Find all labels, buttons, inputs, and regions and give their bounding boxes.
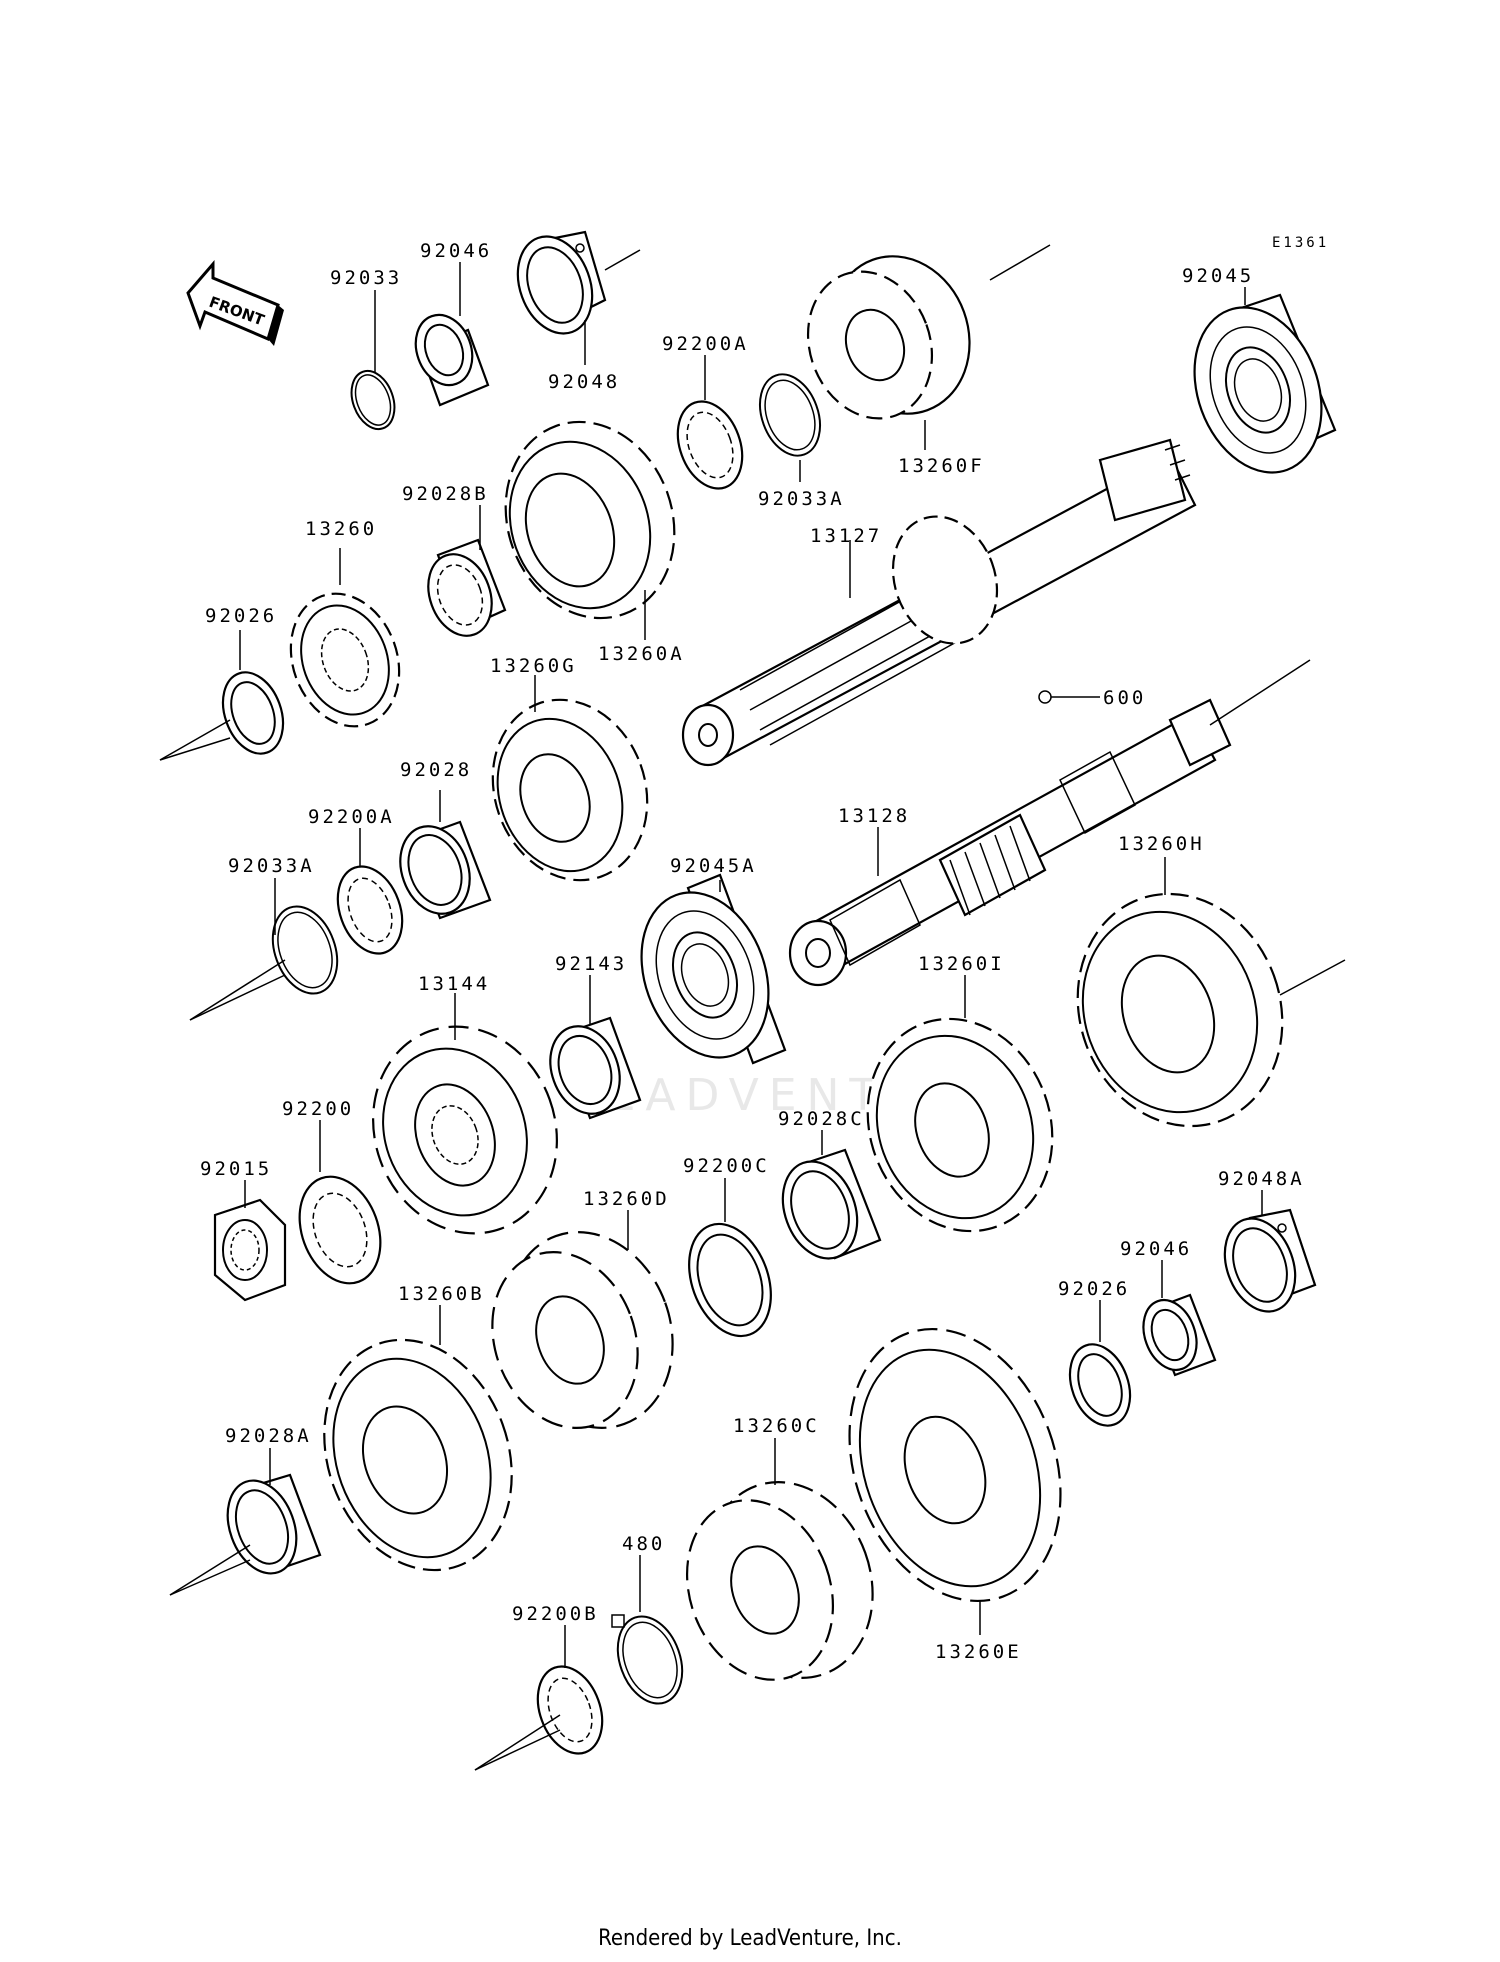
- label-92033A-top: 92033A: [758, 488, 845, 510]
- gear-13260C[interactable]: [663, 1459, 900, 1702]
- gear-13260H[interactable]: [1046, 865, 1315, 1155]
- label-92028: 92028: [400, 759, 472, 781]
- front-arrow-icon: FRONT: [186, 259, 284, 346]
- diagram-code: E1361: [1272, 235, 1329, 251]
- collar-92048[interactable]: [505, 226, 607, 344]
- label-92045A: 92045A: [670, 855, 757, 877]
- label-92033: 92033: [330, 267, 402, 289]
- circlip-92033A-mid[interactable]: [261, 897, 348, 1002]
- oil-dot-icon: [1038, 690, 1052, 704]
- label-13260D: 13260D: [583, 1188, 670, 1210]
- label-92028C: 92028C: [778, 1108, 865, 1130]
- bush-92028C[interactable]: [770, 1148, 882, 1269]
- bush-92028[interactable]: [389, 816, 492, 923]
- label-13128: 13128: [838, 805, 910, 827]
- label-13260G: 13260G: [490, 655, 577, 677]
- label-92028A: 92028A: [225, 1425, 312, 1447]
- collar-92143[interactable]: [539, 1016, 642, 1123]
- label-13260I: 13260I: [918, 953, 1005, 975]
- toothed-washer-92200B[interactable]: [526, 1657, 613, 1762]
- gear-13260E[interactable]: [813, 1299, 1097, 1631]
- bush-92028B[interactable]: [417, 538, 507, 645]
- label-92046-right: 92046: [1120, 1238, 1192, 1260]
- nut-92015[interactable]: [213, 1198, 287, 1302]
- label-92028B: 92028B: [402, 483, 489, 505]
- ball-bearing-92045A[interactable]: [620, 873, 791, 1076]
- label-92200A-top: 92200A: [662, 333, 749, 355]
- label-92200B: 92200B: [512, 1603, 599, 1625]
- label-92045: 92045: [1182, 265, 1254, 287]
- label-92200C: 92200C: [683, 1155, 770, 1177]
- label-92200: 92200: [282, 1098, 354, 1120]
- shaft-13128[interactable]: [788, 698, 1232, 987]
- footer-credit: Rendered by LeadVenture, Inc.: [598, 1926, 902, 1951]
- label-92048A: 92048A: [1218, 1168, 1305, 1190]
- label-13260: 13260: [305, 518, 377, 540]
- label-92026-right: 92026: [1058, 1278, 1130, 1300]
- gear-13260G[interactable]: [468, 678, 672, 902]
- washer-92200C[interactable]: [674, 1213, 785, 1348]
- needle-bearing-92046-right[interactable]: [1134, 1293, 1217, 1378]
- label-92046: 92046: [420, 240, 492, 262]
- label-92048: 92048: [548, 371, 620, 393]
- label-13144: 13144: [418, 973, 490, 995]
- circlip-92033[interactable]: [344, 365, 402, 435]
- label-13260H: 13260H: [1118, 833, 1205, 855]
- gear-13260A[interactable]: [479, 398, 702, 642]
- gear-13260I[interactable]: [838, 993, 1081, 1258]
- label-13127: 13127: [810, 525, 882, 547]
- toothed-washer-92200A-mid[interactable]: [326, 857, 413, 962]
- label-13260B: 13260B: [398, 1283, 485, 1305]
- gear-13260B[interactable]: [293, 1313, 543, 1596]
- label-92015: 92015: [200, 1158, 272, 1180]
- toothed-washer-92200[interactable]: [285, 1165, 394, 1294]
- label-92033A-mid: 92033A: [228, 855, 315, 877]
- label-92200A-mid: 92200A: [308, 806, 395, 828]
- sprocket-13144[interactable]: [345, 1001, 586, 1260]
- label-13260A: 13260A: [598, 643, 685, 665]
- gear-13260[interactable]: [273, 578, 417, 741]
- label-92143: 92143: [555, 953, 627, 975]
- label-92026-left: 92026: [205, 605, 277, 627]
- gear-13260D[interactable]: [468, 1209, 699, 1452]
- shaft-13127[interactable]: [681, 438, 1197, 767]
- gear-13260F[interactable]: [788, 237, 991, 436]
- ball-bearing-92045[interactable]: [1173, 290, 1344, 491]
- label-600: 600: [1103, 687, 1146, 709]
- collar-92048A[interactable]: [1213, 1208, 1317, 1322]
- label-480: 480: [622, 1533, 665, 1555]
- label-13260E: 13260E: [935, 1641, 1022, 1663]
- needle-bearing-92046[interactable]: [406, 307, 490, 407]
- washer-92026-left[interactable]: [212, 664, 293, 762]
- bush-92028A[interactable]: [216, 1471, 322, 1583]
- label-13260C: 13260C: [733, 1415, 820, 1437]
- toothed-washer-92200A-top[interactable]: [666, 392, 753, 497]
- label-13260F: 13260F: [898, 455, 985, 477]
- circlip-92033A-top[interactable]: [749, 366, 830, 464]
- circlip-480[interactable]: [606, 1607, 693, 1712]
- washer-92026-right[interactable]: [1059, 1336, 1140, 1434]
